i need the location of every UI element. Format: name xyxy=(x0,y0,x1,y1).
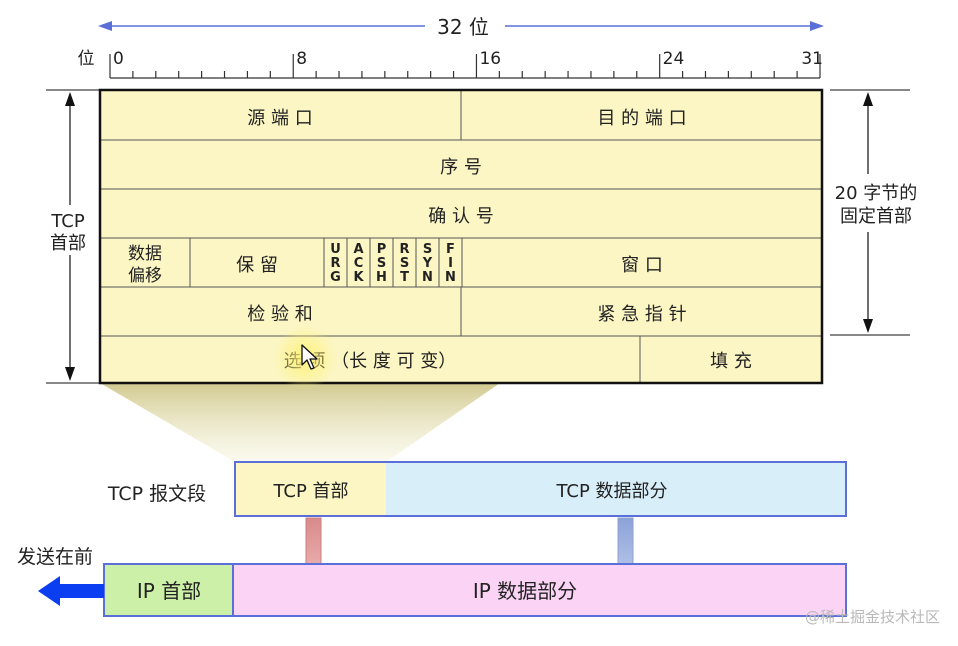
flag-fin-char: F xyxy=(446,242,455,257)
data-offset-field-line2: 偏移 xyxy=(128,266,162,286)
ruler-tick-label: 8 xyxy=(296,49,307,69)
segment-header-label: TCP 首部 xyxy=(272,481,348,502)
flag-psh-char: P xyxy=(377,242,387,257)
flag-rst-char: S xyxy=(400,256,409,271)
data-offset-field-line1: 数据 xyxy=(128,244,162,264)
bit-axis-label: 位 xyxy=(78,49,95,69)
dest-port-field: 目 的 端 口 xyxy=(597,108,686,129)
ruler-tick-label: 31 xyxy=(801,49,823,69)
reserved-field: 保 留 xyxy=(236,255,278,276)
ip-header-label: IP 首部 xyxy=(137,579,201,603)
flag-psh-char: H xyxy=(376,270,387,285)
urgent-pointer-field: 紧 急 指 针 xyxy=(597,304,686,325)
flag-ack-char: C xyxy=(354,256,364,271)
segment-label: TCP 报文段 xyxy=(107,483,206,505)
padding-field: 填 充 xyxy=(710,351,752,372)
flag-rst-char: T xyxy=(400,270,409,285)
tcp-header-label-line1: TCP xyxy=(50,211,85,232)
segment-header-box xyxy=(235,462,386,516)
flag-fin-char: N xyxy=(445,270,456,285)
ruler-tick-label: 24 xyxy=(663,49,685,69)
segment-data-box xyxy=(386,462,846,516)
ip-header-box xyxy=(104,564,233,616)
flag-syn-char: S xyxy=(423,242,432,257)
tcp-header-label-line2: 首部 xyxy=(50,233,86,254)
ruler-tick-label: 16 xyxy=(479,49,501,69)
source-port-field: 源 端 口 xyxy=(247,108,312,129)
flag-urg-char: G xyxy=(330,270,341,285)
bit-width-arrow xyxy=(98,21,824,31)
mouse-cursor-icon xyxy=(301,344,318,370)
flag-syn-char: N xyxy=(422,270,433,285)
flag-ack-char: A xyxy=(353,242,363,257)
tcp-header-table: 源 端 口 目 的 端 口 序 号 确 认 号 数据 偏移 保 留 URGACK… xyxy=(98,88,824,385)
ack-number-field: 确 认 号 xyxy=(428,206,493,227)
flag-syn-char: Y xyxy=(422,256,433,271)
ip-data-label: IP 数据部分 xyxy=(473,579,577,603)
watermark: @稀土掘金技术社区 xyxy=(805,608,940,626)
segment-data-label: TCP 数据部分 xyxy=(555,481,667,502)
segment-frame xyxy=(234,461,847,517)
projection-fan xyxy=(100,383,500,462)
send-direction-arrow-icon xyxy=(38,576,104,606)
fixed-header-label-line2: 固定首部 xyxy=(840,206,912,227)
flag-urg-char: U xyxy=(330,242,341,257)
ip-data-box xyxy=(233,564,846,616)
bit-ruler xyxy=(109,54,821,79)
fixed-header-bracket xyxy=(830,89,910,336)
ruler-tick-label: 0 xyxy=(113,49,124,69)
fixed-header-label-line1: 20 字节的 xyxy=(835,183,918,204)
send-first-label: 发送在前 xyxy=(17,546,93,568)
window-field: 窗 口 xyxy=(621,255,663,276)
flag-fin-char: I xyxy=(448,256,453,271)
bit-tick-labels: 0 8 16 24 31 xyxy=(113,49,823,69)
flag-ack-char: K xyxy=(353,270,364,285)
flag-urg-char: R xyxy=(330,256,340,271)
tcp-header-bracket xyxy=(46,89,100,384)
flag-rst-char: R xyxy=(399,242,409,257)
sequence-number-field: 序 号 xyxy=(440,157,482,178)
flag-psh-char: S xyxy=(377,256,386,271)
checksum-field: 检 验 和 xyxy=(247,304,312,325)
bit-width-label: 32 位 xyxy=(437,15,489,39)
